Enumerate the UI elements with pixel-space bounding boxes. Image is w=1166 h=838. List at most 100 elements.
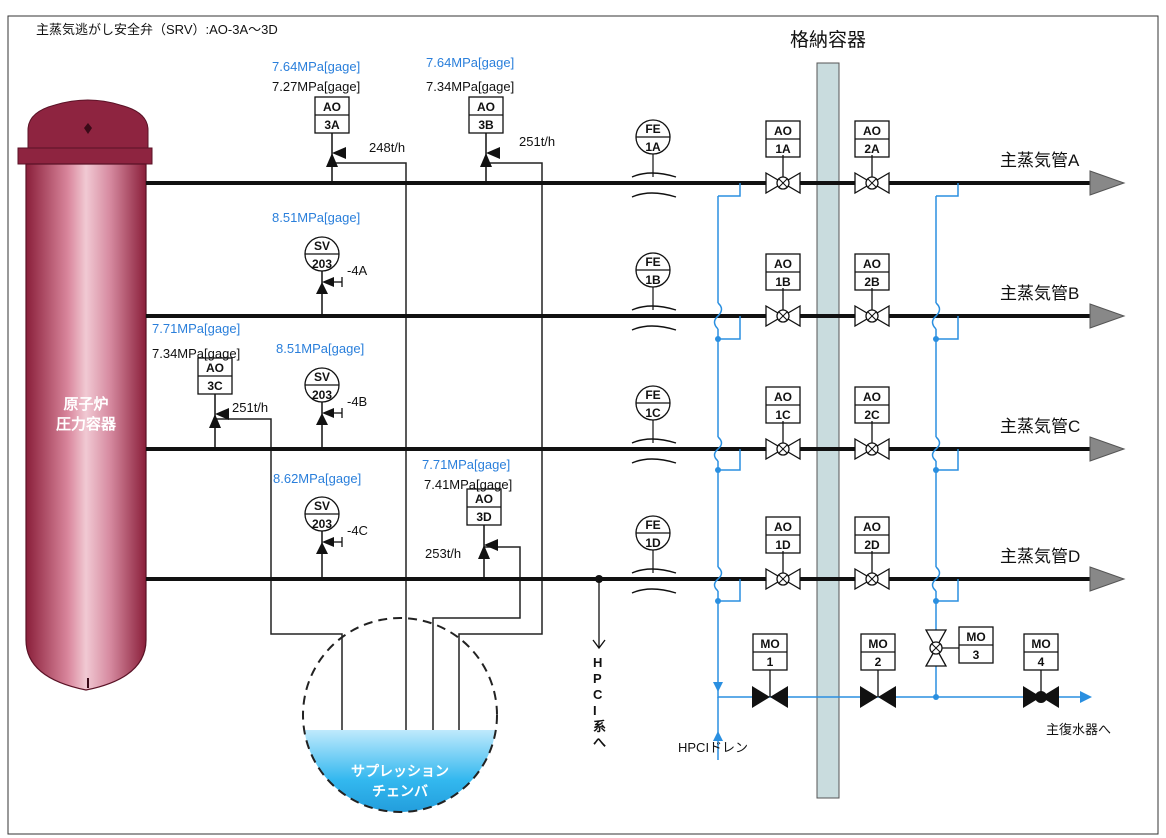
safety-valve-4c-tag-type: SV — [314, 499, 330, 513]
srv-discharge-piping — [215, 162, 543, 730]
safety-valve-4a-tag-number: 203 — [312, 257, 332, 271]
flow-element-1c-number: 1C — [645, 406, 661, 420]
safety-valve-4b-tag: SV 203 — [304, 367, 340, 403]
isolation-valve-2c-tag-type: AO — [863, 390, 881, 404]
drain-valve-mo-1-tag-type: MO — [760, 637, 779, 651]
flow-element-1a-nozzle-bottom — [631, 192, 677, 198]
srv-tag-3d-number: 3D — [476, 510, 492, 524]
diagram-frame — [7, 15, 1159, 835]
flow-element-1c: FE 1C — [635, 385, 671, 421]
reactor-pressure-vessel: 原子炉 圧力容器 — [17, 99, 153, 691]
isolation-valve-1c-tag-type: AO — [774, 390, 792, 404]
srv-set-pressure-3d: 7.71MPa[gage] — [422, 457, 510, 472]
diagram-title: 主蒸気逃がし安全弁（SRV）:AO-3A～3D — [36, 22, 278, 37]
srv-flow-3b: 251t/h — [519, 134, 555, 149]
srv-valve-3d — [478, 539, 498, 559]
drain-valve-mo-3 — [924, 629, 959, 667]
safety-valve-4b-valve — [316, 408, 343, 425]
safety-valve-4b-suffix: -4B — [347, 394, 367, 409]
flow-element-1d-nozzle-bottom — [631, 588, 677, 594]
srv-valve-3b — [480, 147, 500, 167]
safety-valve-4a-tag: SV 203 — [304, 236, 340, 272]
isolation-valve-1c-tag-number: 1C — [775, 408, 791, 422]
condenser-label: 主復水器へ — [1046, 722, 1111, 737]
isolation-valve-1a-tag-number: 1A — [775, 142, 791, 156]
steam-line-label-c: 主蒸気管C — [1000, 417, 1080, 436]
hpci-branch — [592, 575, 606, 650]
flow-element-1d-type: FE — [645, 518, 660, 532]
srv-reseat-pressure-3d: 7.41MPa[gage] — [424, 477, 512, 492]
drain-valve-mo-2-tag: MO 2 — [860, 633, 896, 671]
isolation-valve-2c-tag-number: 2C — [864, 408, 880, 422]
safety-valve-4a-valve — [316, 277, 343, 294]
flow-element-1b-nozzle-bottom — [631, 325, 677, 331]
suppression-label-line1: サプレッション — [351, 763, 449, 779]
srv-flow-3a: 248t/h — [369, 140, 405, 155]
suppression-chamber: サプレッション チェンバ — [302, 617, 498, 813]
safety-valve-4b-tag-number: 203 — [312, 388, 332, 402]
drain-valve-mo-3-tag: MO3 — [958, 626, 994, 664]
srv-set-pressure-3c: 7.71MPa[gage] — [152, 321, 240, 336]
flow-element-1d: FE 1D — [635, 515, 671, 551]
isolation-valve-2d-tag-number: 2D — [864, 538, 880, 552]
isolation-valve-1b-tag-number: 1B — [775, 275, 791, 289]
suppression-label-line2: チェンバ — [372, 783, 428, 799]
flow-element-1a-type: FE — [645, 122, 660, 136]
srv-tag-3c-type: AO — [206, 361, 224, 375]
flow-element-1b: FE 1B — [635, 252, 671, 288]
drain-piping — [713, 183, 1085, 760]
containment-label: 格納容器 — [790, 29, 866, 51]
safety-valve-4b-tag-type: SV — [314, 370, 330, 384]
isolation-valve-1d-tag-type: AO — [774, 520, 792, 534]
srv-tag-3a-number: 3A — [324, 118, 340, 132]
steam-line-label-a: 主蒸気管A — [1000, 151, 1080, 170]
drain-valve-mo-2-tag-type: MO — [868, 637, 887, 651]
flow-element-1c-nozzle-top — [631, 438, 677, 444]
safety-valve-4c-tag-number: 203 — [312, 517, 332, 531]
isolation-valve-1a-tag-type: AO — [774, 124, 792, 138]
srv-valve-3a — [326, 147, 346, 167]
flow-element-1d-nozzle-top — [631, 568, 677, 574]
flow-element-1c-type: FE — [645, 388, 660, 402]
drain-valve-mo-3-tag-type: MO — [966, 630, 985, 644]
drain-valve-mo-1-tag-number: 1 — [767, 655, 774, 669]
isolation-valve-1a-tag: AO 1A — [765, 120, 801, 158]
safety-valve-4a-suffix: -4A — [347, 263, 368, 278]
drain-valve-mo-2-tag-number: 2 — [875, 655, 882, 669]
srv-valve-3c — [209, 408, 229, 428]
flow-element-1b-type: FE — [645, 255, 660, 269]
isolation-valve-2a-tag-number: 2A — [864, 142, 880, 156]
flow-element-1b-nozzle-top — [631, 305, 677, 311]
isolation-valve-1c-tag: AO 1C — [765, 386, 801, 424]
isolation-valve-1d-tag-number: 1D — [775, 538, 791, 552]
srv-reseat-pressure-3a: 7.27MPa[gage] — [272, 79, 360, 94]
drain-valve-mo-4-tag-number: 4 — [1038, 655, 1045, 669]
isolation-valve-2a-tag-type: AO — [863, 124, 881, 138]
srv-tag-3d-type: AO — [475, 492, 493, 506]
safety-valve-4b-set-pressure: 8.51MPa[gage] — [276, 341, 364, 356]
flow-element-1a-nozzle-top — [631, 172, 677, 178]
flow-element-1c-nozzle-bottom — [631, 458, 677, 464]
srv-set-pressure-3a: 7.64MPa[gage] — [272, 59, 360, 74]
isolation-valve-2c — [854, 421, 890, 461]
srv-reseat-pressure-3b: 7.34MPa[gage] — [426, 79, 514, 94]
srv-flow-3d: 253t/h — [425, 546, 461, 561]
srv-tag-3d: AO 3D — [466, 488, 502, 526]
flow-element-1d-number: 1D — [645, 536, 661, 550]
isolation-valve-2b-tag-number: 2B — [864, 275, 880, 289]
safety-valve-4a-tag-type: SV — [314, 239, 330, 253]
drain-valve-mo-1-tag: MO 1 — [752, 633, 788, 671]
isolation-valve-2b — [854, 288, 890, 328]
drain-junctions — [713, 336, 1092, 741]
srv-set-pressure-3b: 7.64MPa[gage] — [426, 55, 514, 70]
isolation-valve-1b-tag-type: AO — [774, 257, 792, 271]
main-steam-lines — [146, 170, 1126, 592]
flow-element-1b-number: 1B — [645, 273, 661, 287]
